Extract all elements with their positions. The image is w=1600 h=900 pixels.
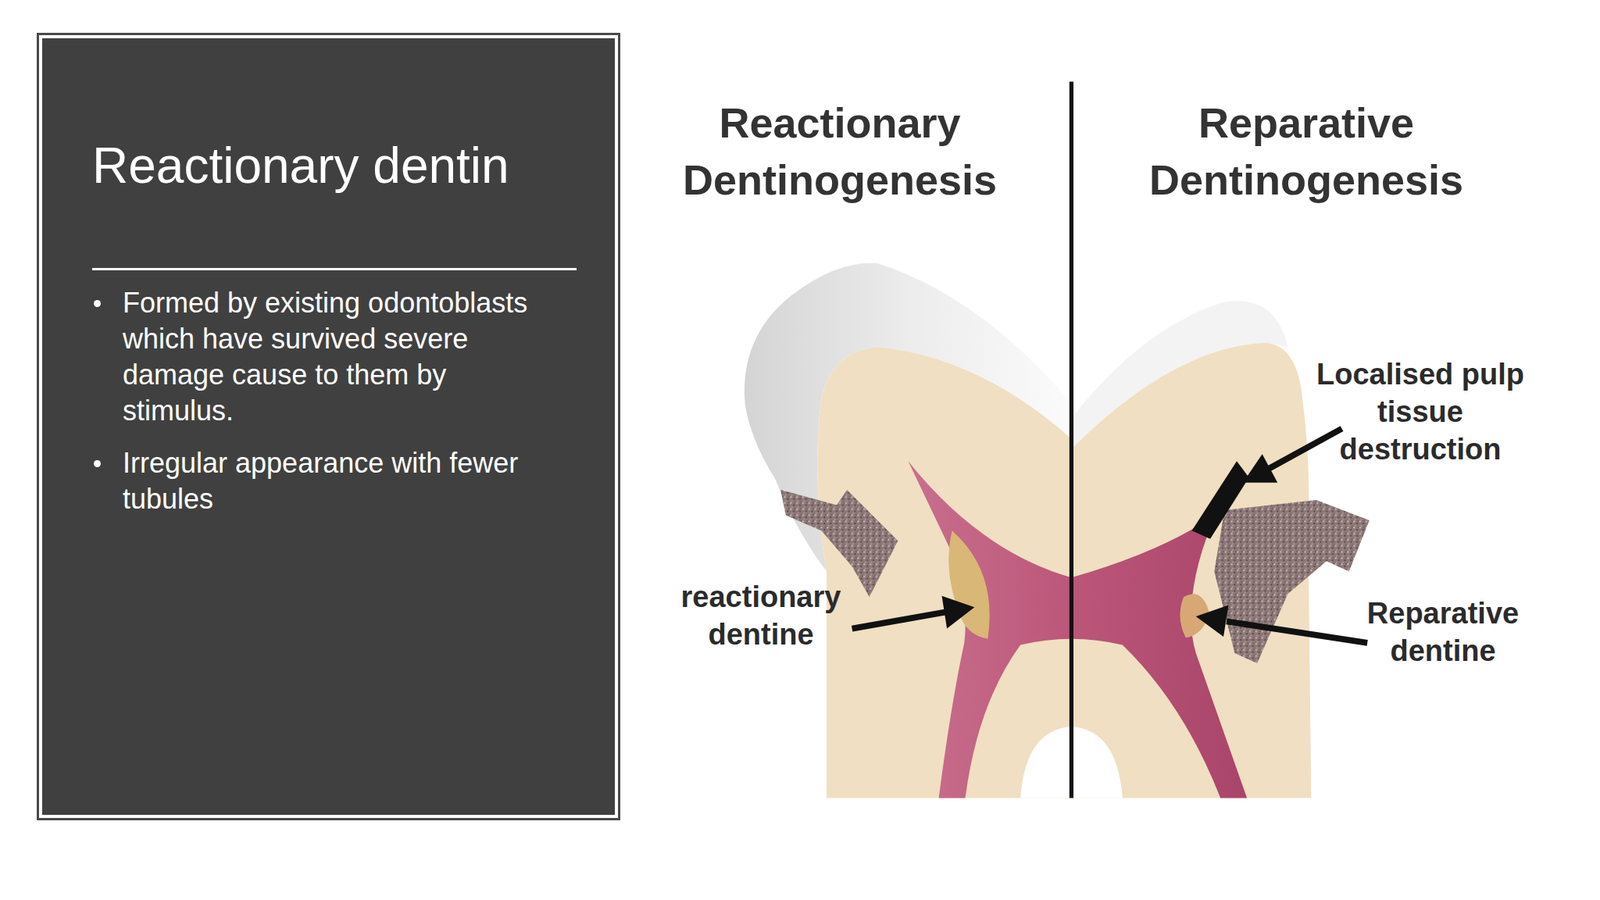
bullet-dot	[93, 460, 101, 468]
bullet-text: Formed by existing odontoblasts which ha…	[122, 285, 549, 429]
arrow-head	[1242, 453, 1278, 483]
callout-label: Localised pulp tissue destruction	[1303, 355, 1538, 468]
bullet-text: Irregular appearance with fewer tubules	[122, 445, 549, 518]
leader-arrow	[1269, 428, 1343, 469]
pulp-destruction	[1192, 460, 1250, 539]
callout-label: reactionary dentine	[659, 578, 863, 654]
caries-right	[1214, 500, 1370, 664]
pulp	[907, 460, 1247, 798]
slide-title: Reactionary dentin	[92, 134, 510, 197]
arrow-head	[1196, 605, 1229, 637]
section-heading: Reparative Dentinogenesis	[1122, 94, 1490, 209]
divider-line	[1069, 81, 1074, 798]
reactionary-dentine-area	[948, 530, 990, 639]
leader-arrow	[1226, 621, 1368, 643]
arrow-head	[942, 596, 975, 629]
leader-arrow	[852, 612, 946, 629]
callout-label: Reparative dentine	[1349, 594, 1537, 670]
section-heading: Reactionary Dentinogenesis	[656, 94, 1024, 209]
bullet-item: Formed by existing odontoblasts which ha…	[93, 285, 618, 429]
bullet-item: Irregular appearance with fewer tubules	[93, 445, 618, 518]
title-rule	[92, 267, 577, 271]
bullet-dot	[93, 300, 101, 308]
